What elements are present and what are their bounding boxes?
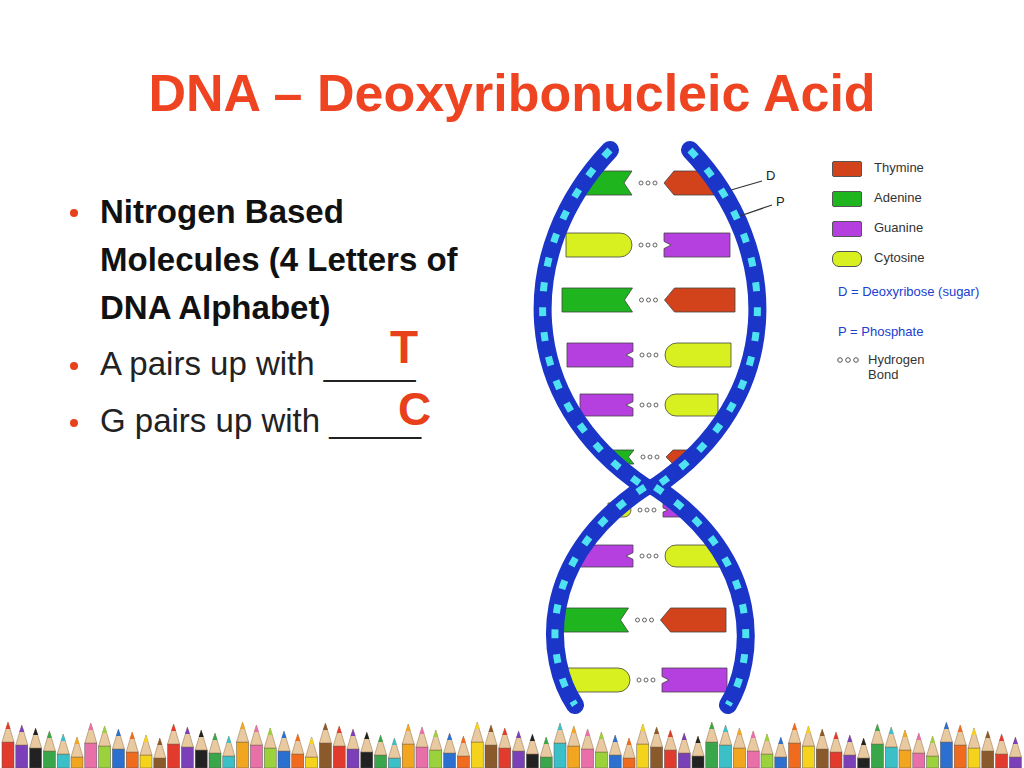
legend-swatch [832, 161, 862, 177]
pencil-border [2, 722, 1021, 768]
hydrogen-bond-sample [836, 355, 866, 365]
key-note: P = Phosphate [838, 324, 923, 340]
legend-text: Hydrogen Bond [868, 352, 958, 382]
legend-text: Thymine [874, 160, 924, 176]
bullet-text: G pairs up with _____ [100, 401, 421, 441]
legend-swatch [832, 221, 862, 237]
leader-lines [731, 181, 772, 216]
key-note: D = Deoxyribose (sugar) [838, 284, 988, 299]
legend-text: Cytosine [874, 250, 925, 266]
part-label: D [766, 168, 775, 184]
bullet-text: A pairs up with _____ [100, 344, 416, 384]
answer-letter: T [390, 320, 418, 375]
legend-text: Adenine [874, 190, 922, 206]
part-label: P [776, 194, 785, 210]
slide-title: DNA – Deoxyribonucleic Acid [0, 62, 1024, 124]
legend-swatch [832, 191, 862, 207]
legend-text: Guanine [874, 220, 923, 236]
bullet-text: Nitrogen Based Molecules (4 Letters of D… [100, 188, 510, 332]
helix-strands [543, 150, 758, 705]
answer-letter: C [398, 382, 431, 437]
legend-swatch [832, 251, 862, 267]
bullets [70, 209, 78, 427]
